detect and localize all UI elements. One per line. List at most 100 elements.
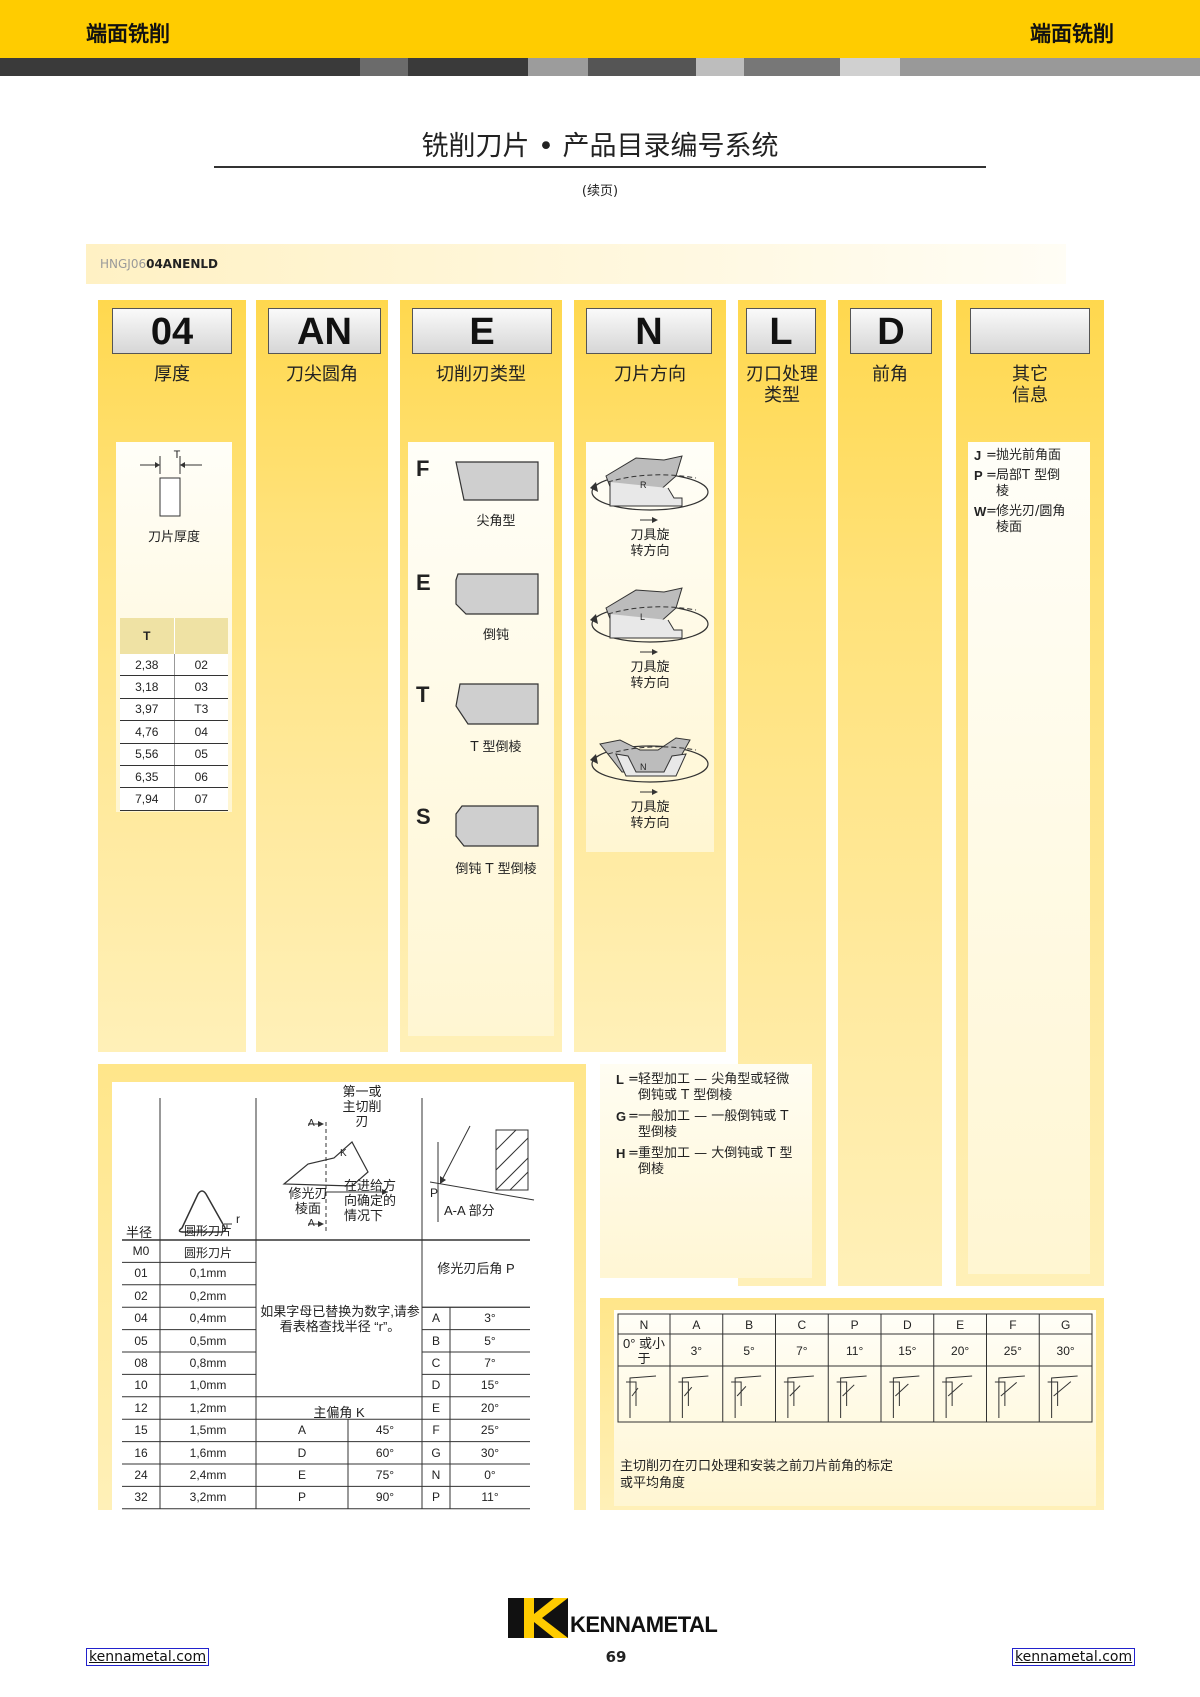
column-label: 刀片方向 [614, 364, 686, 385]
direction-label: 刀具旋转方向 [630, 800, 670, 831]
thickness-value: 4,76 [120, 720, 175, 744]
clearance-value: 0° [484, 1468, 496, 1482]
radius-value: 2,4mm [189, 1468, 227, 1482]
column-corner-radius [256, 300, 388, 1052]
radius-r-mark: r [236, 1212, 240, 1226]
radius-code: 08 [134, 1356, 148, 1370]
radius-code: 16 [134, 1445, 148, 1460]
clearance-value: 25° [480, 1423, 500, 1438]
code-letter-box-blank [970, 308, 1090, 354]
direction-label: 刀具旋转方向 [630, 528, 670, 559]
other-info-value: 修光刃/圆角棱面 [996, 504, 1066, 535]
clearance-code: G [431, 1445, 441, 1460]
rake-letter: N [639, 1318, 649, 1332]
edge-type-letter: F [416, 456, 430, 481]
diagram-p-label: P [430, 1186, 439, 1200]
rake-first-value: 0° 或小于 [622, 1336, 666, 1366]
radius-value: 0,1mm [189, 1266, 227, 1281]
continued-label: (续页) [581, 184, 619, 199]
rake-profile-icon [994, 1375, 1025, 1418]
section-title-right: 端面铣削 [1030, 22, 1114, 46]
rake-letter: A [692, 1318, 701, 1332]
thickness-table-header: T [120, 618, 175, 654]
wiper-clearance-label: 修光刃后角 P [437, 1261, 515, 1276]
column-label: 厚度 [154, 364, 190, 385]
direction-mark: R [640, 480, 647, 490]
footer-link-right[interactable]: kennametal.com [1012, 1646, 1136, 1666]
clearance-code: E [431, 1400, 440, 1415]
column-label: 其它信息 [1012, 364, 1048, 406]
radius-code: 01 [134, 1266, 148, 1281]
diagram-feed-label: 在进给方向确定的情况下 [344, 1178, 397, 1223]
code-letter-box: N [586, 308, 712, 354]
rake-profile-icon [731, 1375, 762, 1418]
column-label: 前角 [872, 364, 908, 385]
rake-angle: 5° [743, 1344, 755, 1358]
radius-value: 圆形刀片 [183, 1246, 232, 1260]
rake-angle: 15° [898, 1344, 917, 1358]
code-letter-box: E [412, 308, 552, 354]
lead-angle-code: A [297, 1423, 306, 1438]
rake-angle: 20° [951, 1344, 970, 1358]
footer-link-right-text[interactable]: kennametal.com [1012, 1648, 1136, 1666]
other-info-key: W [974, 504, 987, 519]
rake-angle: 30° [1056, 1344, 1075, 1358]
thickness-diagram [140, 456, 202, 517]
hone-value: 轻型加工 — 尖角型或轻微倒钝或 T 型倒棱 [638, 1072, 790, 1103]
clearance-value: 5° [484, 1333, 496, 1348]
rotation-diagram [590, 737, 709, 795]
radius-value: 1,0mm [189, 1378, 227, 1393]
radius-code: 32 [134, 1490, 148, 1505]
diagram-a-top: A [308, 1118, 315, 1129]
radius-value: 0,2mm [189, 1288, 227, 1303]
radius-panel: 半径 r 第一或主切削刃 A K 修光刃棱面 A 在进给方向确定的情况下 P A… [112, 1082, 574, 1510]
rake-angle: 25° [1003, 1344, 1022, 1358]
example-code-bar: HNGJ0604ANENLD [86, 244, 1066, 284]
hone-item: H=重型加工 — 大倒钝或 T 型倒棱 [616, 1146, 812, 1178]
radius-value: 3,2mm [189, 1490, 227, 1505]
lead-angle-title: 主偏角 K [313, 1405, 365, 1420]
radius-code: 10 [134, 1378, 148, 1393]
clearance-value: 7° [484, 1356, 496, 1370]
hone-value: 一般加工 — 一般倒钝或 T 型倒棱 [638, 1109, 789, 1140]
lead-angle-code: D [297, 1445, 307, 1460]
brand-wordmark: KENNAMETAL [570, 1612, 718, 1637]
edge-type-label: 尖角型 [476, 514, 516, 529]
clearance-code: F [432, 1423, 440, 1438]
clearance-value: 11° [481, 1490, 499, 1505]
rake-profile-icon [678, 1375, 709, 1418]
section-title-left: 端面铣削 [86, 22, 170, 46]
radius-col-header: 半径 [126, 1225, 153, 1240]
kennametal-logo: KENNAMETAL [508, 1598, 718, 1642]
radius-table-grid [122, 1098, 530, 1510]
rake-letter: D [903, 1318, 912, 1332]
page-number: 69 [605, 1648, 627, 1666]
top-bar: 端面铣削 端面铣削 [0, 0, 1200, 58]
rake-letter: C [797, 1318, 807, 1332]
edge-profile-icon [455, 805, 539, 847]
lead-angle-value: 60° [375, 1445, 395, 1460]
thickness-code: 06 [174, 765, 228, 789]
rake-letter: P [850, 1318, 859, 1332]
footer-link-left-text[interactable]: kennametal.com [86, 1648, 210, 1666]
lead-angle-code: E [297, 1468, 306, 1482]
thickness-code: 03 [174, 675, 228, 699]
code-letter-box: D [850, 308, 932, 354]
example-code: HNGJ0604ANENLD [100, 257, 218, 271]
edge-type-label: T 型倒棱 [470, 740, 522, 755]
page-title: 铣削刀片 • 产品目录编号系统 [421, 131, 779, 162]
column-label: 切削刃类型 [436, 364, 526, 385]
footer-link-left[interactable]: kennametal.com [86, 1646, 210, 1666]
direction-mark: L [640, 612, 646, 622]
lead-angle-code: P [297, 1490, 306, 1505]
edge-profile-icon [455, 573, 539, 615]
